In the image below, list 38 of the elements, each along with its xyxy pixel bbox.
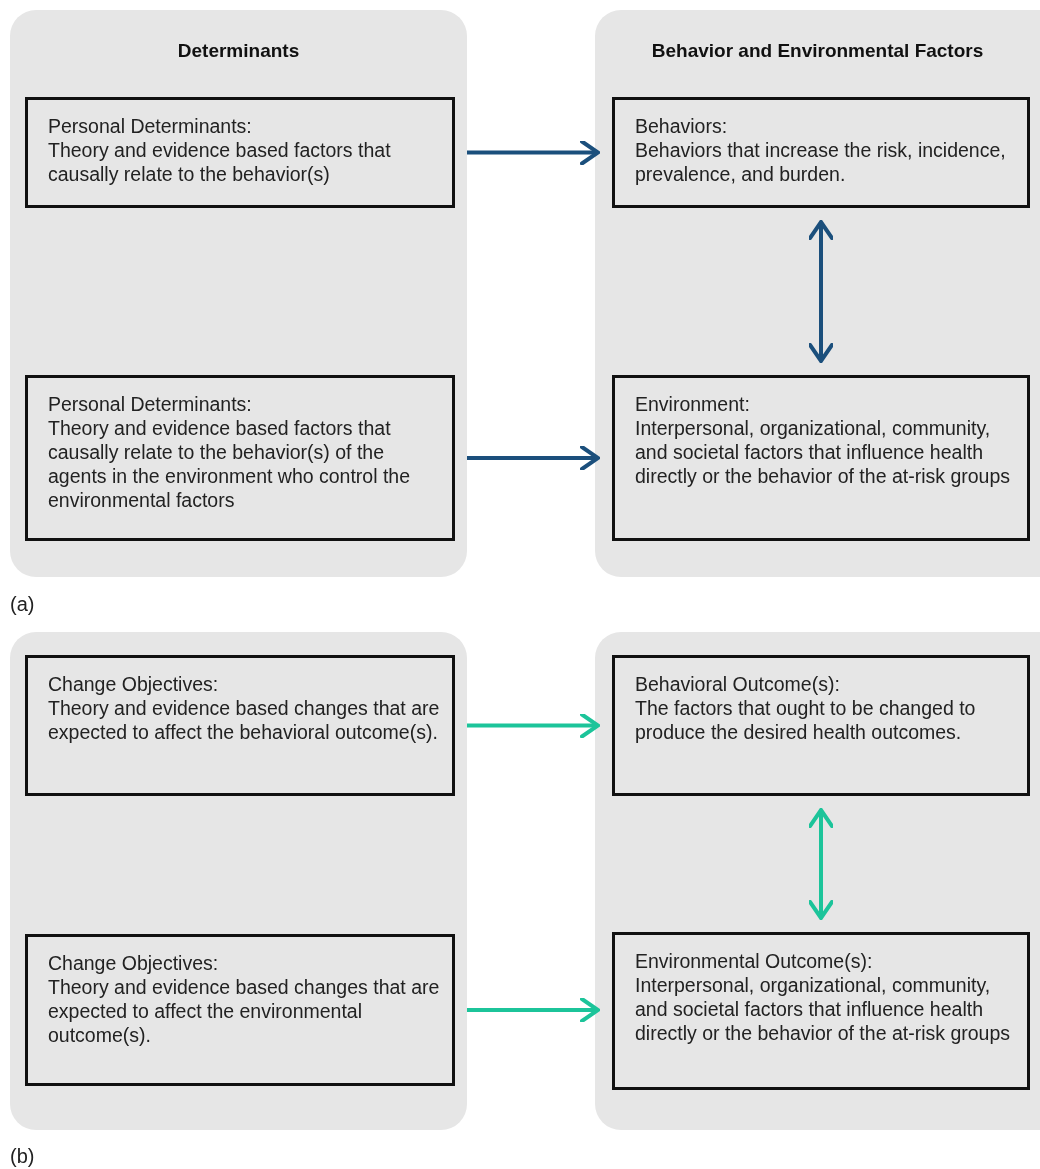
box-text: Interpersonal, organizational, community, and societal factors that influence health directly or the behavior of the at-risk groups	[635, 973, 1011, 1045]
text-box	[612, 655, 1030, 796]
box-text: Theory and evidence based factors that causally relate to the behavior(s)	[48, 138, 392, 186]
group-panel	[595, 632, 1040, 1130]
box-text: The factors that ought to be changed to produce the desired health outcomes.	[635, 696, 977, 744]
group-panel	[10, 632, 467, 1130]
text-box	[612, 932, 1030, 1090]
arrow	[467, 997, 600, 1023]
text-box	[25, 97, 455, 208]
box-heading: Personal Determinants:	[48, 392, 253, 416]
box-heading: Environment:	[635, 392, 751, 416]
text-box	[25, 655, 455, 796]
text-box	[612, 375, 1030, 541]
panel-label: (a)	[10, 593, 35, 616]
box-heading: Behaviors:	[635, 114, 729, 138]
group-panel	[595, 10, 1040, 577]
arrow	[808, 808, 834, 920]
panel-heading: Behavior and Environmental Factors	[650, 40, 985, 62]
arrow	[467, 445, 600, 471]
arrow	[467, 139, 600, 166]
panel-heading: Determinants	[176, 40, 301, 62]
box-heading: Behavioral Outcome(s):	[635, 672, 841, 696]
box-text: Behaviors that increase the risk, incidence, prevalence, and burden.	[635, 138, 1007, 186]
box-heading: Environmental Outcome(s):	[635, 949, 874, 973]
box-text: Interpersonal, organizational, community, and societal factors that influence health directly or the behavior of the at-risk groups	[635, 416, 1011, 488]
box-heading: Change Objectives:	[48, 672, 220, 696]
panel-label: (b)	[10, 1145, 35, 1168]
box-text: Theory and evidence based factors that causally relate to the behavior(s) of the agents in the environment who control the environmental factors	[48, 416, 412, 512]
text-box	[25, 934, 455, 1086]
text-box	[25, 375, 455, 541]
box-text: Theory and evidence based changes that are expected to affect the behavioral outcome(s).	[48, 696, 441, 744]
box-heading: Change Objectives:	[48, 951, 220, 975]
arrow	[808, 220, 834, 363]
text-box	[612, 97, 1030, 208]
group-panel	[10, 10, 467, 577]
arrow	[467, 712, 600, 739]
box-text: Theory and evidence based changes that are expected to affect the environmental outcome(s).	[48, 975, 441, 1047]
box-heading: Personal Determinants:	[48, 114, 253, 138]
